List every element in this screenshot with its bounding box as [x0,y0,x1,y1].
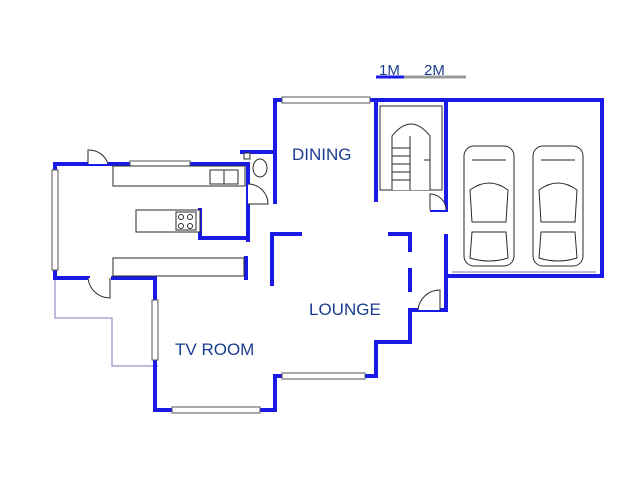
car-icon [532,145,584,267]
doors [87,149,447,311]
garage [444,98,604,312]
door-swing-icon [417,289,441,311]
door-swing-icon [429,193,447,211]
kitchen-fixtures [112,152,268,277]
door-swing-icon [247,183,269,205]
patio-outline [54,278,158,367]
window-icon [281,96,371,104]
door-swing-icon [87,149,109,165]
toilet-icon [243,152,268,178]
stove-icon [175,211,197,231]
scale-label-2m: 2M [424,62,445,79]
room-label-dining: DINING [292,145,352,164]
room-label-tv-room: TV ROOM [175,340,254,359]
scale-bar: 1M 2M [376,62,466,79]
window-icon [171,406,261,414]
staircase-icon [379,105,443,191]
window-icon [51,169,59,271]
scale-label-1m: 1M [379,62,400,79]
windows [51,96,371,414]
car-icon [463,145,515,267]
room-label-lounge: LOUNGE [309,300,381,319]
window-icon [281,372,366,380]
door-swing-icon [87,277,111,299]
window-icon [151,299,159,361]
